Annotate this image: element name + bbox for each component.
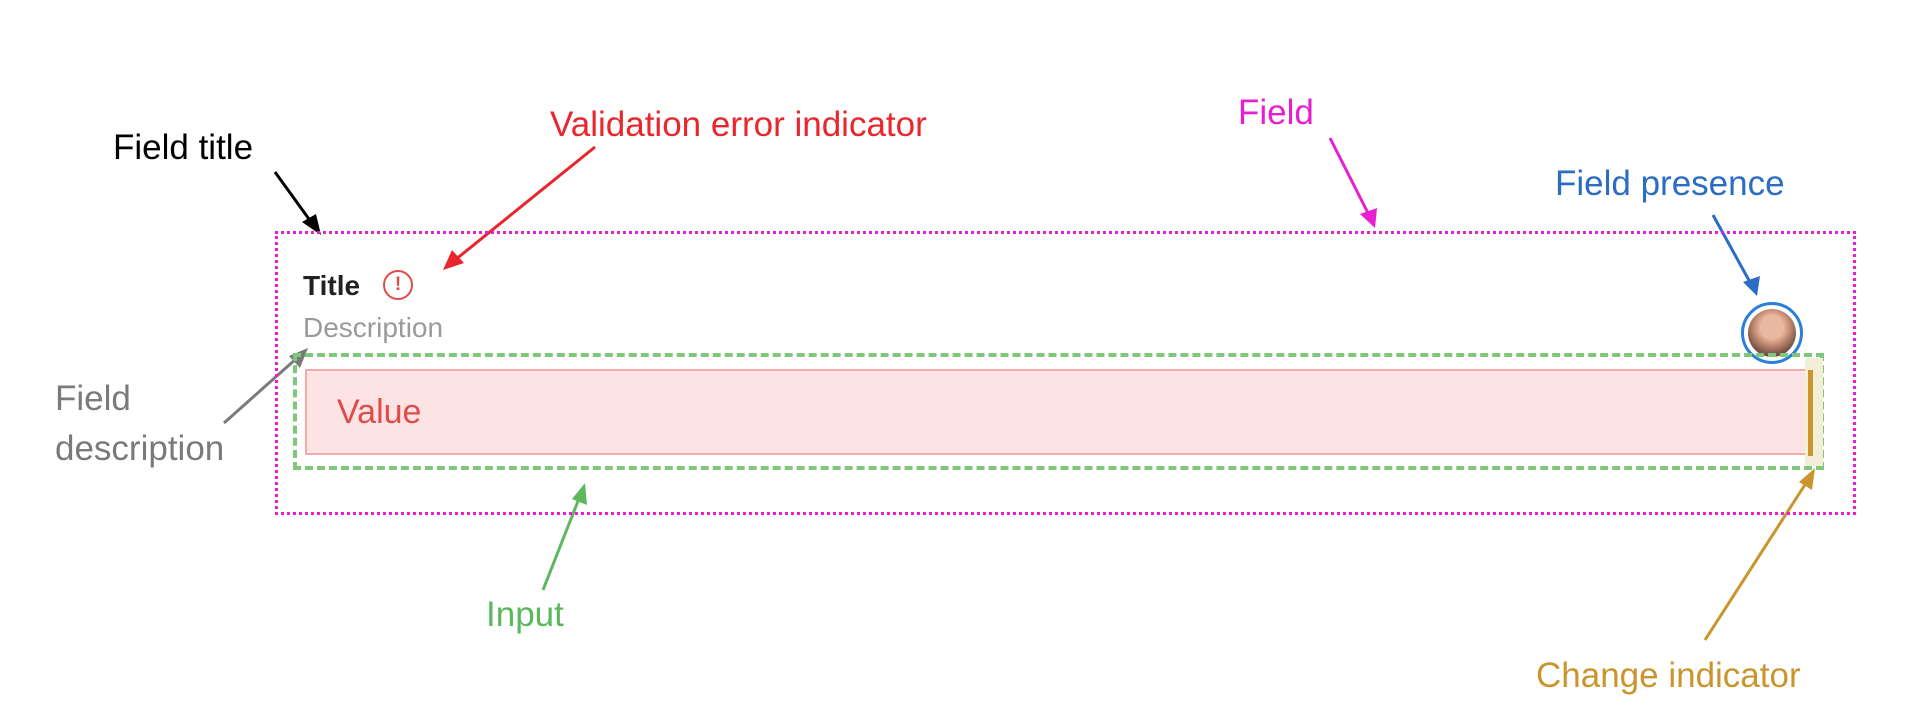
- label-validation-error: Validation error indicator: [550, 105, 927, 144]
- field-arrow: [1328, 137, 1377, 228]
- change-indicator-arrow: [1703, 468, 1815, 641]
- exclamation-circle-icon: !: [383, 270, 413, 300]
- field-title: Title: [303, 270, 361, 301]
- field-boundary: [275, 231, 1856, 515]
- field-presence-arrow: [1711, 214, 1760, 296]
- avatar-photo: [1748, 309, 1796, 357]
- input-arrow: [541, 483, 587, 591]
- label-field-description-2: description: [55, 429, 225, 468]
- validation-error-arrow: [443, 145, 596, 270]
- label-field: Field: [1238, 93, 1314, 132]
- label-input: Input: [486, 595, 564, 634]
- label-field-title: Field title: [113, 128, 254, 167]
- label-change-indicator: Change indicator: [1536, 656, 1801, 695]
- field-title-arrow: [273, 171, 321, 235]
- label-field-description-1: Field: [55, 379, 131, 418]
- field-description: Description: [303, 312, 444, 343]
- value-input[interactable]: Value: [305, 369, 1807, 455]
- label-field-presence: Field presence: [1555, 164, 1785, 203]
- change-indicator-bar: [1808, 370, 1813, 456]
